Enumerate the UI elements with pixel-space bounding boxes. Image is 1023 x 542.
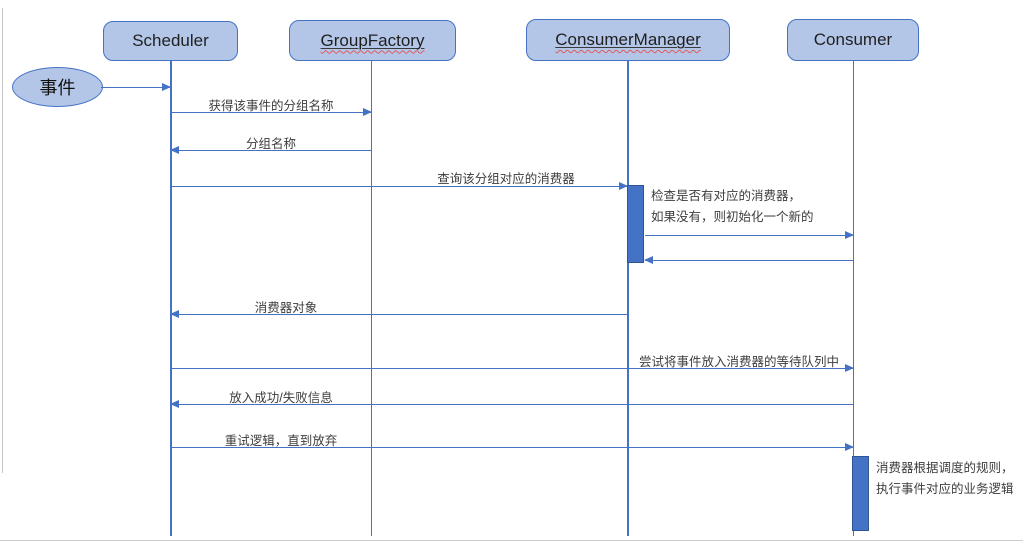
message-line-enqueue-event[interactable] — [171, 363, 854, 372]
message-line-enqueue-result[interactable] — [170, 399, 853, 408]
actor-label-consumermanager: ConsumerManager — [555, 30, 701, 49]
lifeline-consumermanager[interactable] — [627, 60, 629, 536]
lifeline-groupfactory[interactable] — [370, 60, 372, 536]
arrowhead-right-icon — [363, 107, 372, 116]
arrowhead-right-icon — [845, 230, 854, 239]
actor-box-scheduler[interactable]: Scheduler — [103, 21, 238, 61]
activation-bar-consumer[interactable] — [852, 456, 869, 531]
message-label-query-consumer[interactable]: 查询该分组对应的消费器 — [437, 172, 575, 186]
arrowhead-left-icon — [644, 255, 653, 264]
message-line-get-group-name[interactable] — [171, 107, 372, 116]
actor-box-consumermanager[interactable]: ConsumerManager — [526, 19, 730, 61]
message-line-consumer-object[interactable] — [170, 309, 628, 318]
message-line-retry-logic[interactable] — [171, 442, 854, 451]
message-label-group-name[interactable]: 分组名称 — [245, 137, 296, 151]
message-label-consumer-object[interactable]: 消费器对象 — [254, 301, 318, 315]
actor-label-groupfactory: GroupFactory — [320, 30, 425, 50]
canvas-left-border — [2, 8, 3, 473]
event-ellipse[interactable]: 事件 — [12, 67, 103, 107]
message-line-init-consumer-return[interactable] — [644, 255, 853, 264]
activation-bar-consumermanager[interactable] — [627, 185, 644, 263]
event-label: 事件 — [39, 78, 76, 98]
arrowhead-left-icon — [170, 145, 179, 154]
note-line: 执行事件对应的业务逻辑 — [876, 482, 1014, 496]
message-line-event-to-scheduler[interactable] — [101, 82, 171, 91]
message-line-query-consumer[interactable] — [171, 181, 628, 190]
actor-label-consumer: Consumer — [813, 30, 893, 49]
message-label-retry-logic[interactable]: 重试逻辑，直到放弃 — [224, 434, 338, 448]
arrowhead-right-icon — [845, 442, 854, 451]
canvas-bottom-border — [0, 540, 1023, 541]
message-label-get-group-name[interactable]: 获得该事件的分组名称 — [208, 99, 334, 113]
arrowhead-left-icon — [170, 309, 179, 318]
actor-box-groupfactory[interactable]: GroupFactory — [289, 20, 456, 61]
note-consumer[interactable]: 消费器根据调度的规则， 执行事件对应的业务逻辑 — [876, 458, 1014, 500]
arrowhead-left-icon — [170, 399, 179, 408]
message-line-group-name[interactable] — [170, 145, 371, 154]
note-consumermanager[interactable]: 检查是否有对应的消费器， 如果没有，则初始化一个新的 — [651, 186, 814, 228]
note-line: 如果没有，则初始化一个新的 — [651, 210, 814, 224]
note-line: 消费器根据调度的规则， — [876, 461, 1014, 475]
actor-box-consumer[interactable]: Consumer — [787, 19, 919, 61]
lifeline-consumer[interactable] — [852, 60, 854, 536]
arrowhead-right-icon — [162, 82, 171, 91]
note-line: 检查是否有对应的消费器， — [651, 189, 802, 203]
arrowhead-right-icon — [619, 181, 628, 190]
message-label-enqueue-result[interactable]: 放入成功/失败信息 — [229, 391, 333, 405]
lifeline-scheduler[interactable] — [170, 61, 172, 536]
actor-label-scheduler: Scheduler — [132, 31, 209, 50]
message-line-init-consumer[interactable] — [645, 230, 854, 239]
message-label-enqueue-event[interactable]: 尝试将事件放入消费器的等待队列中 — [638, 355, 839, 369]
arrowhead-right-icon — [845, 363, 854, 372]
